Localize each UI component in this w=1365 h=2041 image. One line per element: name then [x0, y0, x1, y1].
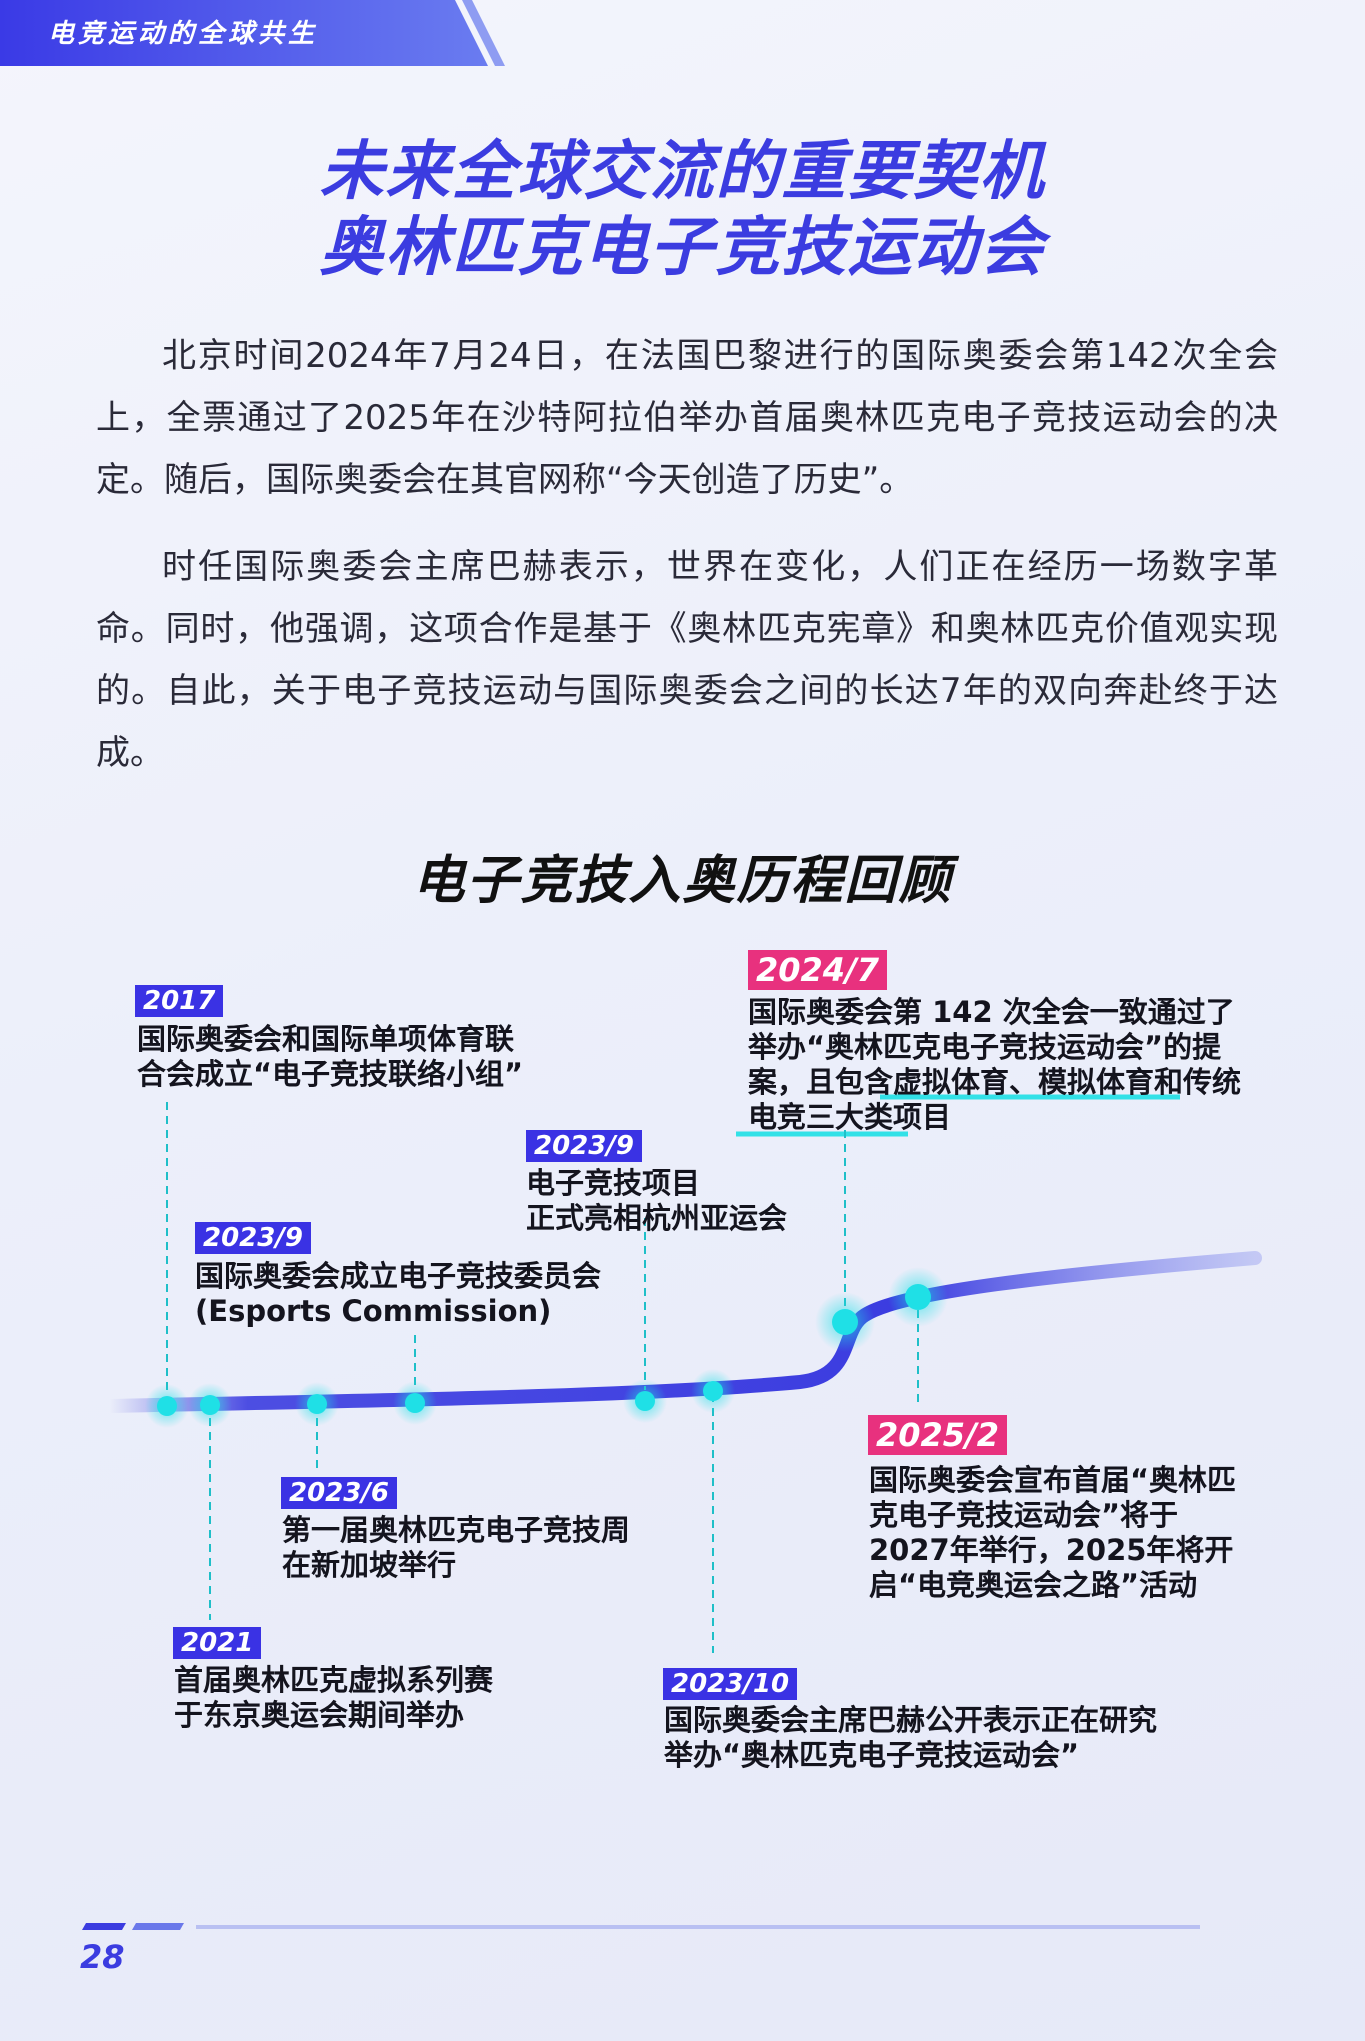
event-date-2023-6: 2023/6 [281, 1477, 397, 1509]
section-header-tab: 电竞运动的全球共生 [0, 0, 505, 66]
event-date-2025-2: 2025/2 [868, 1415, 1008, 1455]
event-text-2023-9a: 国际奥委会成立电子竞技委员会(Esports Commission) [195, 1259, 602, 1328]
section-title: 电竞运动的全球共生 [48, 19, 319, 49]
body-paragraph-1: 北京时间2024年7月24日，在法国巴黎进行的国际奥委会第142次全会上，全票通… [96, 336, 1278, 500]
event-date-2017: 2017 [135, 985, 224, 1017]
node-2023-10 [703, 1381, 723, 1401]
event-text-2017: 国际奥委会和国际单项体育联合会成立“电子竞技联络小组” [137, 1022, 524, 1091]
node-2023-9a [405, 1393, 425, 1413]
node-2017 [157, 1396, 177, 1416]
timeline-title: 电子竞技入奥历程回顾 [412, 851, 953, 911]
footer-accent [82, 1923, 126, 1930]
page-title-line-2: 奥林匹克电子竞技运动会 [319, 211, 1046, 285]
body-paragraph-2: 时任国际奥委会主席巴赫表示，世界在变化，人们正在经历一场数字革命。同时，他强调，… [96, 547, 1278, 773]
node-2025-2 [905, 1284, 931, 1310]
page-number: 28 [80, 1938, 125, 1976]
event-date-2023-10: 2023/10 [663, 1668, 798, 1700]
event-text-2023-9b: 电子竞技项目正式亮相杭州亚运会 [526, 1166, 788, 1235]
node-2023-6 [307, 1394, 327, 1414]
page-title-line-1: 未来全球交流的重要契机 [319, 135, 1046, 209]
node-2021 [200, 1395, 220, 1415]
event-text-2023-10: 国际奥委会主席巴赫公开表示正在研究举办“奥林匹克电子竞技运动会” [664, 1703, 1158, 1772]
node-2023-9b [635, 1391, 655, 1411]
event-date-2023-9a: 2023/9 [195, 1222, 311, 1254]
event-text-2024-7: 国际奥委会第 142 次全会一致通过了举办“奥林匹克电子竞技运动会”的提 案，且… [748, 995, 1242, 1134]
event-text-2023-6: 第一届奥林匹克电子竞技周在新加坡举行 [282, 1513, 631, 1582]
event-date-2021: 2021 [173, 1627, 262, 1659]
event-date-2024-7: 2024/7 [748, 950, 888, 990]
event-text-2025-2: 国际奥委会宣布首届“奥林匹克电子竞技运动会”将于 2027年举行，2025年将开… [869, 1463, 1237, 1602]
event-text-2021: 首届奥林匹克虚拟系列赛于东京奥运会期间举办 [174, 1663, 494, 1732]
node-2024-7 [832, 1309, 858, 1335]
event-date-2023-9b: 2023/9 [526, 1130, 642, 1162]
footer-accent-2 [132, 1923, 184, 1930]
